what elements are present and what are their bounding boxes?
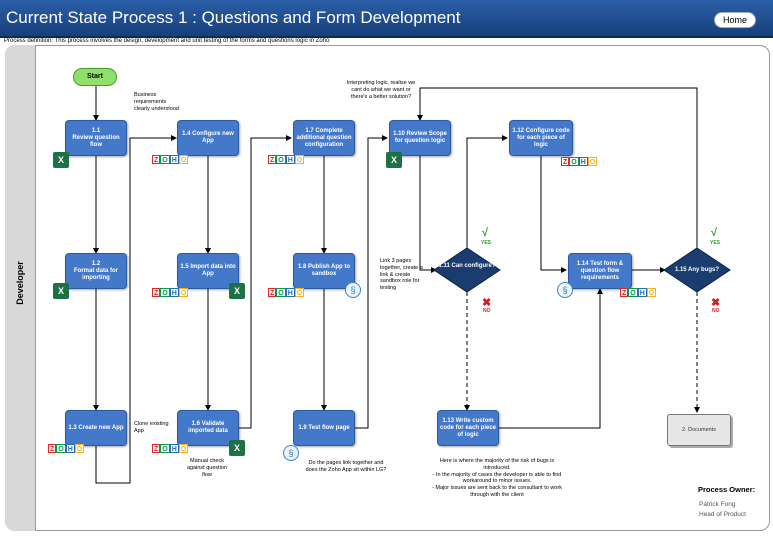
excel-icon: X bbox=[229, 283, 245, 299]
process-owner-role: Head of Product bbox=[699, 511, 746, 518]
home-button[interactable]: Home bbox=[714, 12, 756, 28]
process-definition: Process definition: This process involve… bbox=[4, 38, 330, 44]
step-1-1[interactable]: 1.1 Review question flow bbox=[65, 120, 127, 156]
step-1-2[interactable]: 1.2 Format data for importing bbox=[65, 253, 127, 289]
connector-1-11-1-12 bbox=[466, 135, 508, 248]
zoho-letter: Z bbox=[48, 444, 57, 453]
zoho-letter: O bbox=[178, 155, 189, 164]
step-1-6[interactable]: 1.6 Validate imported data bbox=[177, 410, 239, 446]
decision-1-11-shape bbox=[433, 247, 501, 293]
connector-1-3-1-4 bbox=[95, 135, 177, 484]
decision-1-11-label[interactable]: 1.11 Can configure? bbox=[438, 263, 496, 269]
zoho-letter: O bbox=[178, 444, 189, 453]
zoho-letter: Z bbox=[561, 157, 570, 166]
process-owner-label: Process Owner: bbox=[698, 485, 756, 494]
excel-icon: X bbox=[53, 152, 69, 168]
zoho-letter: O bbox=[628, 288, 638, 297]
zoho-letter: O bbox=[569, 157, 579, 166]
zoho-letter: O bbox=[276, 155, 286, 164]
note-business-req: Business requirements clearly understood bbox=[134, 92, 179, 112]
zoho-letter: O bbox=[276, 288, 286, 297]
step-1-5[interactable]: 1.5 Import data into App bbox=[177, 253, 239, 289]
step-1-7[interactable]: 1.7 Complete additional question configu… bbox=[293, 120, 355, 156]
step-1-8[interactable]: 1.8 Publish App to sandbox bbox=[293, 253, 355, 289]
documents-shape[interactable]: 2. Documents bbox=[667, 414, 731, 446]
no-label-1-15: NO bbox=[712, 308, 720, 314]
step-1-9[interactable]: 1.9 Test flow page bbox=[293, 410, 355, 446]
decision-1-15-shape bbox=[663, 247, 731, 293]
zoho-letter: Z bbox=[268, 288, 277, 297]
zoho-letter: O bbox=[294, 288, 305, 297]
process-owner-name: Patrick Fong bbox=[699, 501, 736, 508]
yes-check-icon: √ bbox=[482, 227, 489, 239]
zoho-letter: O bbox=[294, 155, 305, 164]
page-title: Current State Process 1 : Questions and … bbox=[6, 8, 461, 27]
zoho-letter: O bbox=[587, 157, 598, 166]
excel-icon: X bbox=[53, 283, 69, 299]
sandbox-icon: § bbox=[283, 445, 299, 461]
header-bar: Current State Process 1 : Questions and … bbox=[0, 0, 773, 38]
note-pages-link: Do the pages link together and does the … bbox=[305, 460, 387, 473]
zoho-letter: Z bbox=[620, 288, 629, 297]
excel-icon: X bbox=[229, 440, 245, 456]
start-terminator[interactable]: Start bbox=[73, 68, 117, 86]
step-1-14[interactable]: 1.14 Test form & question flow requireme… bbox=[568, 253, 632, 289]
yes-label-1-11: YES bbox=[481, 240, 492, 246]
zoho-letter: H bbox=[169, 444, 179, 453]
excel-icon: X bbox=[386, 152, 402, 168]
step-1-3[interactable]: 1.3 Create new App bbox=[65, 410, 127, 446]
sandbox-icon: § bbox=[345, 282, 361, 298]
zoho-letter: Z bbox=[152, 444, 161, 453]
connector-1-12-1-14 bbox=[540, 156, 567, 273]
note-clone: Clone existing App bbox=[134, 421, 169, 434]
note-link-pages: Link 3 pages together, create a link & c… bbox=[380, 258, 423, 292]
note-manual-check: Manual check against question flow bbox=[186, 458, 228, 478]
connector-1-10-1-11 bbox=[419, 156, 437, 273]
step-1-12[interactable]: 1.12 Configure code for each piece of lo… bbox=[509, 120, 573, 156]
zoho-letter: O bbox=[160, 155, 170, 164]
step-1-13[interactable]: 1.13 Write custom code for each piece of… bbox=[437, 410, 499, 446]
zoho-letter: O bbox=[160, 444, 170, 453]
zoho-letter: Z bbox=[152, 288, 161, 297]
zoho-letter: H bbox=[169, 155, 179, 164]
connector-1-13-1-14 bbox=[498, 288, 603, 429]
connector-1-15-loop bbox=[417, 87, 698, 248]
zoho-letter: H bbox=[169, 288, 179, 297]
note-bugs: Here is where the majority of the risk o… bbox=[432, 458, 562, 498]
zoho-letter: Z bbox=[152, 155, 161, 164]
swimlane-header: Developer bbox=[5, 45, 36, 531]
zoho-letter: Z bbox=[268, 155, 277, 164]
zoho-letter: O bbox=[160, 288, 170, 297]
zoho-letter: H bbox=[285, 155, 295, 164]
no-cross-icon: ✖ bbox=[482, 297, 492, 309]
zoho-letter: H bbox=[65, 444, 75, 453]
zoho-letter: O bbox=[646, 288, 657, 297]
step-1-4[interactable]: 1.4 Configure new App bbox=[177, 120, 239, 156]
zoho-letter: H bbox=[285, 288, 295, 297]
step-1-10[interactable]: 1.10 Review Scope for question logic bbox=[389, 120, 451, 156]
connector-1-9-1-10 bbox=[355, 135, 388, 429]
zoho-letter: O bbox=[178, 288, 189, 297]
note-interpreting: Interpreting logic, realise we cant do w… bbox=[346, 80, 416, 100]
decision-1-15-label[interactable]: 1.15 Any bugs? bbox=[674, 267, 720, 273]
zoho-letter: H bbox=[637, 288, 647, 297]
yes-check-icon: √ bbox=[711, 227, 718, 239]
no-label-1-11: NO bbox=[483, 308, 491, 314]
zoho-letter: O bbox=[56, 444, 66, 453]
no-cross-icon: ✖ bbox=[711, 297, 721, 309]
zoho-letter: H bbox=[578, 157, 588, 166]
sandbox-icon: § bbox=[557, 282, 573, 298]
zoho-letter: O bbox=[74, 444, 85, 453]
yes-label-1-15: YES bbox=[710, 240, 721, 246]
connector-1-6-1-7 bbox=[239, 135, 292, 429]
